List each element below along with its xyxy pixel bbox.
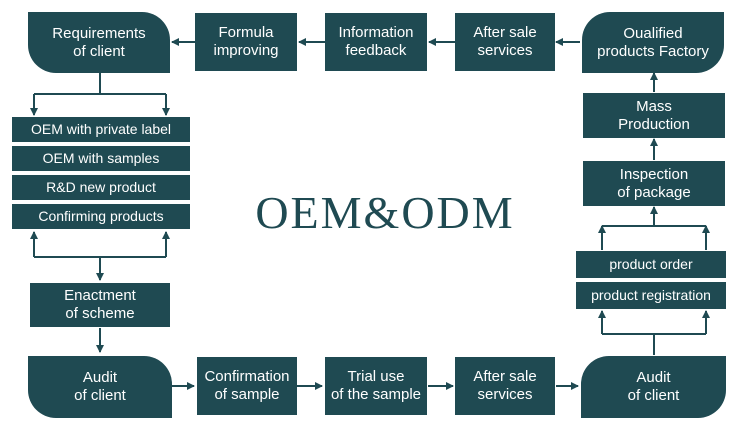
node-confirmation: Confirmation of sample xyxy=(197,357,297,415)
node-after-sale-top: After sale services xyxy=(455,13,555,71)
node-audit-left: Audit of client xyxy=(28,356,172,418)
node-qualified: Oualified products Factory xyxy=(582,12,724,73)
node-product-order: product order xyxy=(576,251,726,278)
node-enactment: Enactment of scheme xyxy=(30,283,170,327)
node-audit-right: Audit of client xyxy=(581,356,726,418)
node-product-registration: product registration xyxy=(576,282,726,309)
node-confirming: Confirming products xyxy=(12,204,190,229)
node-requirements: Requirements of client xyxy=(28,12,170,73)
node-after-sale-bottom: After sale services xyxy=(455,357,555,415)
node-rd-new: R&D new product xyxy=(12,175,190,200)
node-oem-private: OEM with private label xyxy=(12,117,190,142)
node-formula: Formula improving xyxy=(195,13,297,71)
node-trial: Trial use of the sample xyxy=(325,357,427,415)
node-mass: Mass Production xyxy=(583,93,725,138)
node-info-feedback: Information feedback xyxy=(325,13,427,71)
node-oem-samples: OEM with samples xyxy=(12,146,190,171)
node-inspection: Inspection of package xyxy=(583,161,725,206)
diagram-title: OEM&ODM xyxy=(255,187,515,238)
